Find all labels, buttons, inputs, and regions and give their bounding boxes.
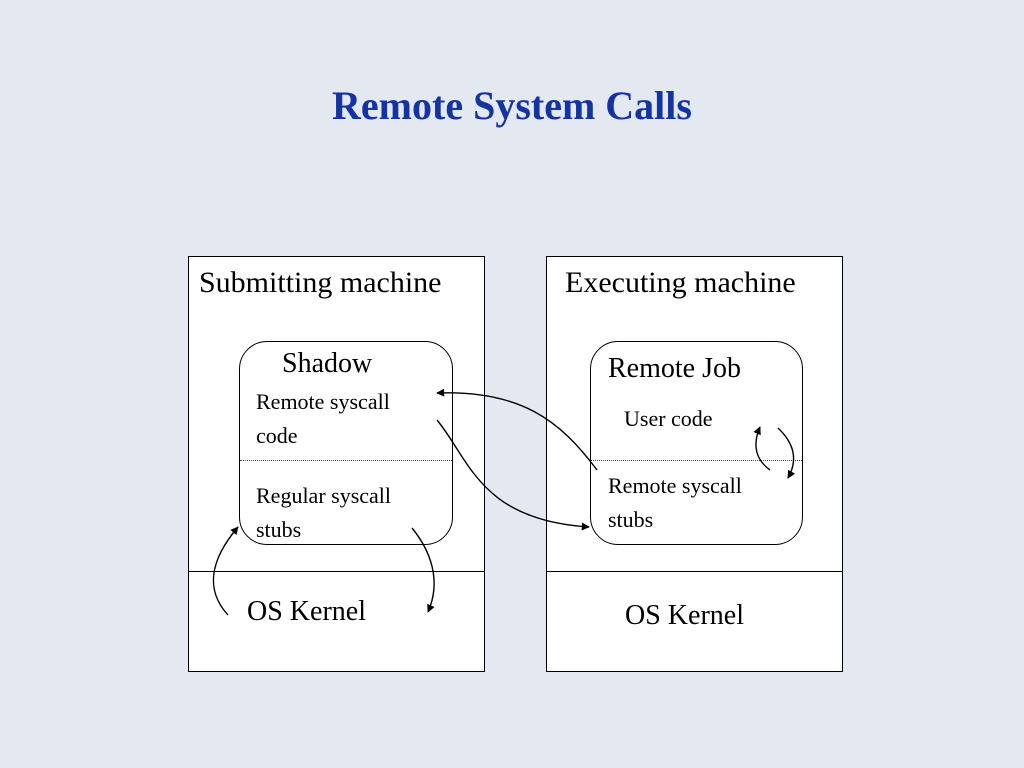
kernel-divider [547, 571, 842, 572]
remote-job-upper-line-1: User code [624, 406, 713, 431]
shadow-lower-line-1: Regular syscall [256, 483, 392, 508]
executing-machine-label: Executing machine [565, 266, 796, 299]
remote-job-divider [591, 460, 802, 461]
page-title: Remote System Calls [332, 83, 692, 128]
submitting-machine-label: Submitting machine [199, 266, 442, 299]
executing-kernel-label: OS Kernel [625, 600, 744, 631]
remote-job-label: Remote Job [608, 353, 741, 384]
submitting-kernel-label: OS Kernel [247, 596, 366, 627]
remote-job-lower-line-2: stubs [608, 507, 654, 532]
shadow-divider [240, 460, 452, 461]
shadow-label: Shadow [282, 348, 373, 379]
shadow-upper-line-2: code [256, 423, 298, 448]
kernel-divider [189, 571, 484, 572]
shadow-lower-line-2: stubs [256, 517, 302, 542]
shadow-upper-line-1: Remote syscall [256, 389, 390, 414]
remote-job-lower-line-1: Remote syscall [608, 473, 742, 498]
